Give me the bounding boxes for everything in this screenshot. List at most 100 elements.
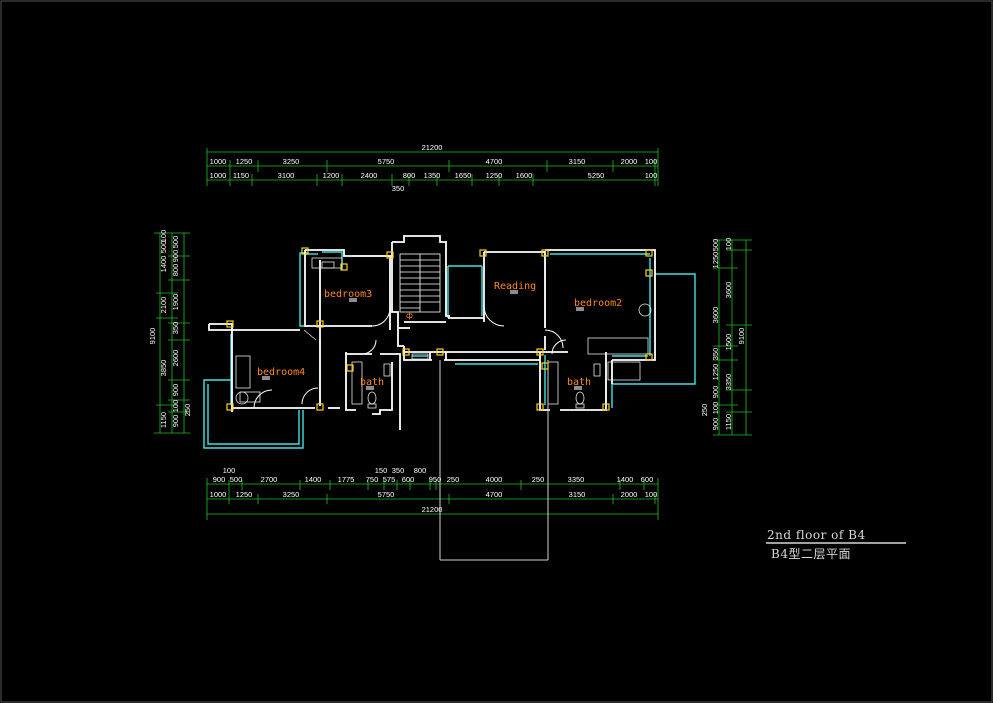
dim-label: 1400 — [159, 256, 168, 273]
room-tag — [349, 298, 357, 302]
drawing-title-chinese: B4型二层平面 — [771, 547, 851, 561]
dim-label: 750 — [366, 475, 379, 484]
dim-label: 500 — [230, 475, 243, 484]
room-tags — [262, 290, 584, 390]
dim-label: 100 — [645, 157, 658, 166]
windows-and-rails — [203, 251, 696, 449]
dim-label: 1350 — [424, 171, 441, 180]
column-marker — [536, 348, 544, 356]
dim-label: 100 — [645, 490, 658, 499]
column-marker — [541, 249, 549, 257]
dim-label: 1600 — [516, 171, 533, 180]
dim-label: 350 — [171, 322, 180, 335]
left-dimensions — [154, 232, 190, 434]
column-marker — [645, 269, 653, 277]
dim-label: 1000 — [210, 490, 227, 499]
room-tag — [574, 386, 582, 390]
dim-label: 3250 — [283, 157, 300, 166]
dim-label: 250 — [532, 475, 545, 484]
column-marker — [436, 348, 444, 356]
column-marker — [316, 320, 324, 328]
room-tag — [576, 307, 584, 311]
dim-label: 5750 — [378, 157, 395, 166]
dim-label: 3850 — [159, 360, 168, 377]
dim-label: 100 — [711, 402, 720, 415]
dim-label: 600 — [641, 475, 654, 484]
left-extra-label: 250 — [183, 404, 192, 417]
dim-label: 500 — [159, 241, 168, 254]
room-label-bedroom4: bedroom4 — [257, 367, 305, 378]
room-label-bedroom3: bedroom3 — [324, 289, 372, 300]
dim-label: 100 — [724, 238, 733, 251]
dim-label: 1250 — [711, 252, 720, 269]
dim-label: 950 — [429, 475, 442, 484]
dim-label: 5250 — [588, 171, 605, 180]
furniture — [235, 257, 652, 409]
column-marker — [340, 263, 348, 271]
bottom-row1-labels: 900 500 2700 1400 1775 750 575 600 950 2… — [213, 475, 654, 484]
dim-label: 350 — [711, 348, 720, 361]
dim-label: 500 — [171, 236, 180, 249]
dim-label: 3150 — [569, 490, 586, 499]
column-marker — [479, 249, 487, 257]
dim-label: 1250 — [711, 364, 720, 381]
room-label-bath-left: bath — [360, 377, 384, 388]
column-marker — [541, 362, 549, 370]
top-total-label: 21200 — [422, 143, 443, 152]
right-extra-label: 250 — [700, 404, 709, 417]
walls — [208, 235, 656, 430]
dim-label: 150 — [375, 466, 388, 475]
columns — [226, 247, 653, 411]
right-inner-labels: 350 1250 900 100 900 — [711, 348, 720, 431]
bottom-row2-labels: 1000 1250 3250 5750 4700 3150 2000 100 — [210, 490, 658, 499]
dim-label: 600 — [402, 475, 415, 484]
dim-label: 1775 — [338, 475, 355, 484]
column-marker — [386, 251, 394, 259]
dim-label: 1150 — [724, 414, 733, 430]
stair-treads — [399, 253, 441, 313]
dim-label: 2600 — [171, 350, 180, 367]
bottom-total-label: 21200 — [422, 505, 443, 514]
walkway — [439, 360, 549, 561]
top-dimensions — [206, 148, 659, 186]
room-tag — [510, 290, 518, 294]
dim-label: 1250 — [236, 157, 253, 166]
dim-label: 4700 — [486, 157, 503, 166]
dim-label: 1000 — [210, 157, 227, 166]
dim-label: 900 — [171, 415, 180, 428]
column-marker — [645, 353, 653, 361]
dim-label: 100 — [171, 400, 180, 413]
dim-label: 100 — [223, 466, 236, 475]
dim-label: 900 — [711, 418, 720, 431]
dim-label: 2400 — [361, 171, 378, 180]
room-label-bath-right: bath — [567, 377, 591, 388]
dim-label: 1250 — [236, 490, 253, 499]
dim-label: 3350 — [568, 475, 585, 484]
dim-label: 3250 — [283, 490, 300, 499]
column-marker — [645, 249, 653, 257]
top-row2-labels: 1000 1150 3100 1200 2400 800 1350 1650 1… — [210, 171, 658, 180]
dim-label: 1150 — [233, 171, 249, 180]
dim-label: 4000 — [486, 475, 503, 484]
column-marker — [602, 403, 610, 411]
column-marker — [226, 403, 234, 411]
dim-label: 500 — [711, 239, 720, 252]
dim-label: 3150 — [569, 157, 586, 166]
column-marker — [402, 348, 410, 356]
dim-label: 1400 — [305, 475, 322, 484]
door-swings — [253, 305, 567, 409]
stair-arrow-icon: ф — [406, 311, 413, 320]
bottom-row0-labels: 100 150 350 800 — [223, 466, 427, 475]
top-row2-extra-label: 350 — [392, 184, 405, 193]
dim-label: 2000 — [621, 157, 638, 166]
dim-label: 900 — [171, 384, 180, 397]
room-label-bedroom2: bedroom2 — [574, 298, 622, 309]
dim-label: 2100 — [159, 297, 168, 314]
dim-label: 800 — [403, 171, 416, 180]
dim-label: 2000 — [621, 490, 638, 499]
top-row1-labels: 1000 1250 3250 5750 4700 3150 2000 100 — [210, 157, 658, 166]
dim-label: 1500 — [724, 334, 733, 351]
dim-label: 5750 — [378, 490, 395, 499]
